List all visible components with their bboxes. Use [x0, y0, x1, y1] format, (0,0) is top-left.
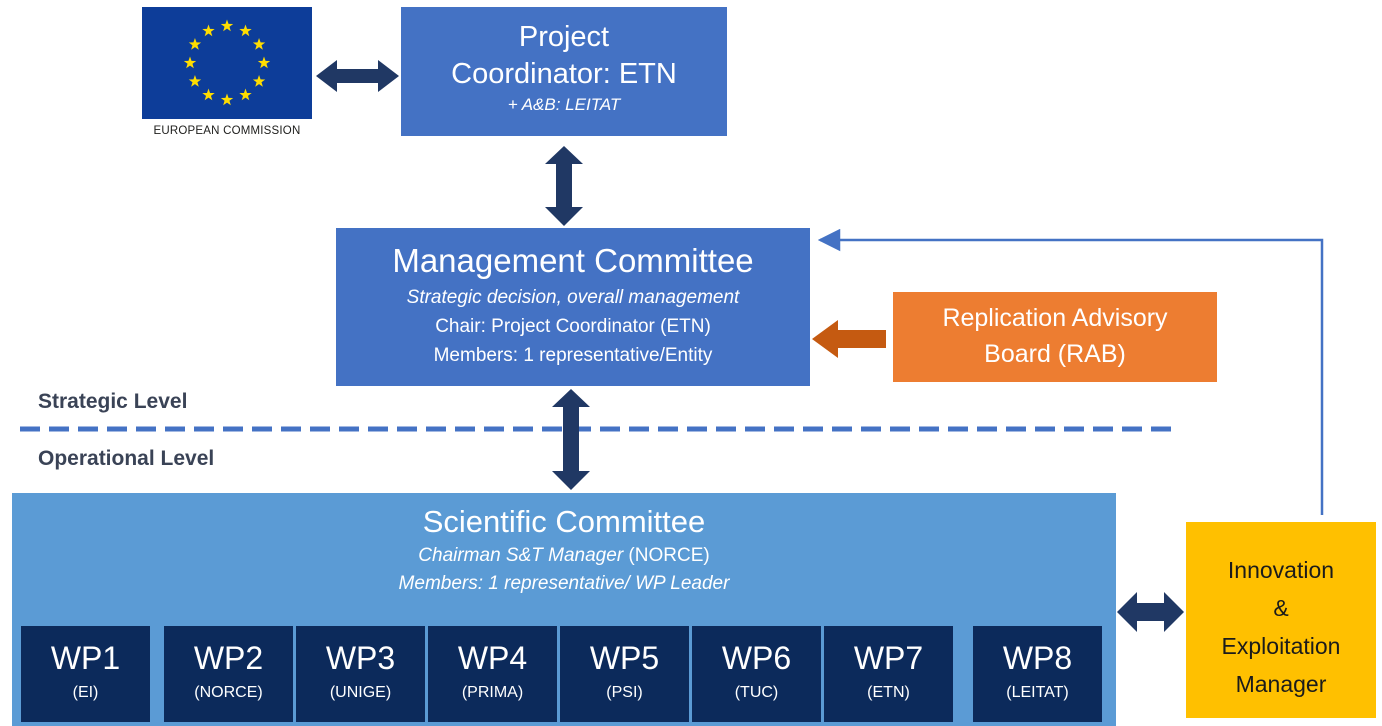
arrow-rab-to-management: [812, 320, 886, 358]
wp-leader: (NORCE): [194, 684, 263, 701]
replication-advisory-board-box: Replication Advisory Board (RAB): [893, 292, 1217, 382]
wp-leader: (PSI): [606, 684, 643, 701]
wp-leader: (TUC): [734, 684, 779, 701]
wp-box-2: WP2 (NORCE): [164, 626, 293, 722]
eu-star-icon: [188, 38, 202, 50]
wp-name: WP3: [325, 640, 396, 676]
eu-star-icon: [188, 75, 202, 87]
eu-star-icon: [252, 75, 266, 87]
wp-box-1: WP1 (EI): [21, 626, 150, 722]
coordinator-subtitle: + A&B: LEITAT: [507, 95, 621, 114]
wp-leader: (PRIMA): [461, 684, 524, 701]
double-arrow-coordinator-management: [545, 146, 583, 226]
eu-caption: EUROPEAN COMMISSION: [153, 125, 301, 137]
scientific-title: Scientific Committee: [422, 504, 706, 539]
wp-leader: (ETN): [867, 684, 910, 701]
management-chair: Chair: Project Coordinator (ETN): [435, 316, 711, 337]
wp-name: WP6: [721, 640, 792, 676]
wp-leader: (LEITAT): [1006, 684, 1069, 701]
innovation-exploitation-manager-box: Innovation & Exploitation Manager: [1186, 522, 1376, 718]
wp-box-4: WP4 (PRIMA): [428, 626, 557, 722]
eu-star-icon: [220, 93, 234, 106]
eu-star-icon: [239, 24, 252, 37]
wp-leader: (EI): [72, 684, 99, 701]
management-role: Strategic decision, overall management: [406, 287, 740, 308]
eu-star-icon: [239, 88, 252, 101]
wp-name: WP4: [457, 640, 528, 676]
management-committee-box: Management Committee Strategic decision,…: [336, 228, 810, 386]
coordinator-title-line2: Coordinator: ETN: [451, 58, 677, 90]
eu-star-icon: [202, 24, 215, 37]
management-title: Management Committee: [392, 242, 754, 279]
double-arrow-management-scientific: [552, 389, 590, 490]
wp-box-5: WP5 (PSI): [560, 626, 689, 722]
scientific-chair: Chairman S&T Manager (NORCE): [12, 542, 1116, 570]
eu-flag-logo: [142, 7, 312, 119]
wp-box-3: WP3 (UNIGE): [296, 626, 425, 722]
scientific-chair-org: (NORCE): [623, 545, 710, 566]
wp-name: WP7: [853, 640, 924, 676]
innovation-line1: Innovation: [1227, 557, 1335, 583]
double-arrow-scientific-innovation: [1117, 592, 1184, 632]
wp-box-7: WP7 (ETN): [824, 626, 953, 722]
management-members: Members: 1 representative/Entity: [433, 345, 713, 366]
feedback-line-innovation-to-management: [817, 228, 1324, 515]
eu-star-icon: [252, 38, 266, 50]
eu-star-icon: [257, 56, 271, 69]
innovation-line3: Exploitation: [1221, 633, 1341, 659]
scientific-members: Members: 1 representative/ WP Leader: [398, 573, 730, 594]
wp-name: WP8: [1002, 640, 1073, 676]
innovation-line2: &: [1273, 595, 1289, 621]
eu-star-icon: [202, 88, 215, 101]
rab-title-line2: Board (RAB): [984, 340, 1126, 368]
eu-star-icon: [183, 56, 197, 69]
wp-leader: (UNIGE): [329, 684, 392, 701]
wp-name: WP1: [50, 640, 121, 676]
operational-level-label: Operational Level: [38, 447, 215, 470]
scientific-chair-role: Chairman S&T Manager: [418, 545, 624, 566]
eu-star-icon: [220, 19, 234, 32]
coordinator-title-line1: Project: [518, 21, 610, 53]
double-arrow-eu-coordinator: [316, 60, 399, 92]
eu-stars-icon: [183, 19, 271, 106]
rab-title-line1: Replication Advisory: [942, 304, 1168, 332]
innovation-line4: Manager: [1235, 671, 1327, 697]
wp-box-6: WP6 (TUC): [692, 626, 821, 722]
wp-box-8: WP8 (LEITAT): [973, 626, 1102, 722]
strategic-level-label: Strategic Level: [38, 390, 188, 413]
wp-name: WP2: [193, 640, 264, 676]
project-coordinator-box: Project Coordinator: ETN + A&B: LEITAT: [401, 7, 727, 136]
wp-name: WP5: [589, 640, 660, 676]
